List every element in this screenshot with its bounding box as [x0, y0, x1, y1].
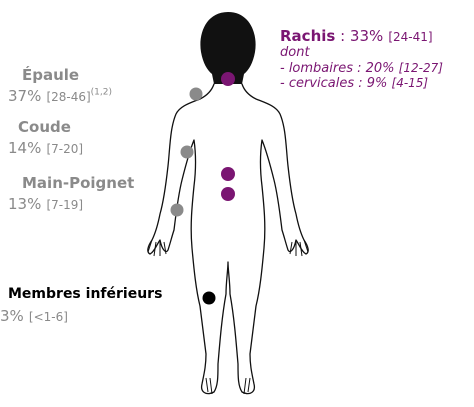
shoulder-stats: 37% [28-46](1,2)	[8, 86, 112, 105]
elbow-label: Coude	[18, 118, 71, 136]
wrist-stats: 13% [7-19]	[8, 194, 83, 213]
body-outline	[148, 84, 308, 394]
knee-marker	[203, 292, 216, 305]
shoulder-pct: 37%	[8, 87, 41, 105]
lower-limb-ci: [<1-6]	[29, 310, 68, 324]
shoulder-ci: [28-46]	[46, 90, 90, 104]
spine-cervical-text: - cervicales : 9%	[280, 76, 392, 91]
elbow-title: Coude	[18, 118, 71, 136]
spine-ci: [24-41]	[388, 30, 432, 44]
shoulder-refs: (1,2)	[91, 88, 112, 98]
spine-dont: dont	[280, 45, 443, 61]
spine-lumbar-text: - lombaires : 20%	[280, 61, 399, 76]
feet-lines	[206, 378, 250, 394]
lower-limb-title: Membres inférieurs	[8, 286, 162, 303]
lower-limb-stats: 3% [<1-6]	[0, 306, 68, 325]
elbow-pct: 14%	[8, 139, 41, 157]
spine-pct: 33%	[350, 27, 383, 45]
elbow-stats: 14% [7-20]	[8, 138, 83, 157]
lumbar-marker-lower	[221, 187, 235, 201]
wrist-ci: [7-19]	[46, 198, 83, 212]
elbow-ci: [7-20]	[46, 142, 83, 156]
spine-cervical-ci: [4-15]	[392, 76, 429, 90]
spine-title: Rachis	[280, 27, 335, 45]
elbow-marker	[181, 146, 194, 159]
wrist-title: Main-Poignet	[22, 174, 134, 192]
cervical-marker	[221, 72, 235, 86]
spine-lumbar-ci: [12-27]	[399, 61, 443, 75]
spine-sep: :	[335, 27, 350, 45]
wrist-label: Main-Poignet	[22, 174, 134, 192]
shoulder-marker	[190, 88, 203, 101]
lower-limb-pct: 3%	[0, 307, 24, 325]
spine-cervical: - cervicales : 9% [4-15]	[280, 76, 443, 92]
spine-label: Rachis : 33% [24-41] dont - lombaires : …	[280, 26, 443, 92]
shoulder-label: Épaule	[22, 66, 79, 84]
wrist-marker	[171, 204, 184, 217]
lower-limb-label: Membres inférieurs	[8, 286, 162, 303]
lumbar-marker-upper	[221, 167, 235, 181]
shoulder-title: Épaule	[22, 66, 79, 84]
spine-lumbar: - lombaires : 20% [12-27]	[280, 61, 443, 77]
wrist-pct: 13%	[8, 195, 41, 213]
